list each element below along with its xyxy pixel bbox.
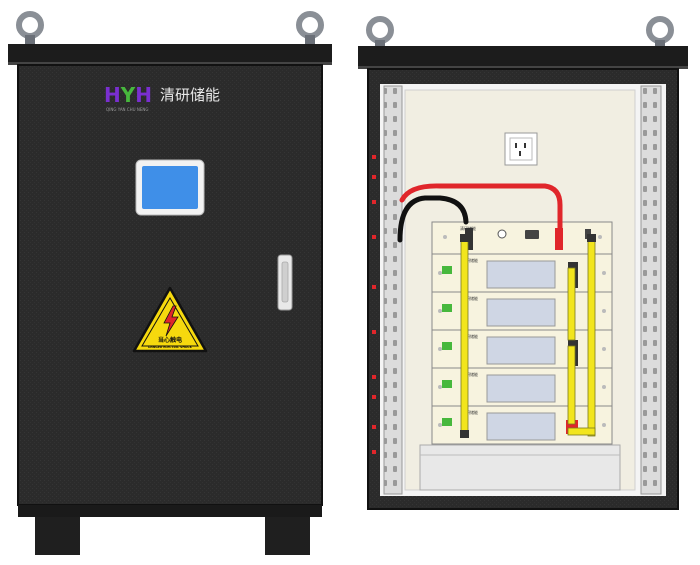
power-cables <box>397 183 563 243</box>
lifting-eye-right <box>296 11 324 44</box>
lifting-eye-left <box>16 11 44 44</box>
warning-main-text: 当心触电 <box>158 336 182 344</box>
electric-shock-warning-label: 当心触电 DANGER ELECTRIC SHOCK <box>132 286 208 353</box>
warning-sub-text: DANGER ELECTRIC SHOCK <box>148 345 193 349</box>
door-handle[interactable] <box>277 254 293 311</box>
module-badge: 清研储能 <box>462 333 478 339</box>
rack-rail-right <box>640 85 662 495</box>
brand-name: 清研储能 <box>160 86 220 104</box>
brand-tagline: QING YAN CHU NENG <box>106 107 148 112</box>
module-badge: 清研储能 <box>462 257 478 263</box>
battery-module-1: 清研储能 <box>431 253 613 293</box>
lightning-icon <box>163 305 179 337</box>
battery-module-3: 清研储能 <box>431 329 613 369</box>
battery-module-4: 清研储能 <box>431 367 613 407</box>
battery-module-2: 清研储能 <box>431 291 613 331</box>
cabinet-foot-right <box>265 517 310 555</box>
cabinet-top-cap <box>8 44 332 64</box>
control-module: 清研储能 <box>431 221 613 255</box>
module-badge: 清研储能 <box>462 409 478 415</box>
cabinet-foot-left <box>35 517 80 555</box>
logo-mark: HYH <box>104 83 152 107</box>
brand-logo: HYH 清研储能 QING YAN CHU NENG <box>104 83 220 112</box>
open-cabinet: 清研储能 清研储能 清研储能 清研储能 <box>358 16 688 510</box>
power-outlet <box>504 132 538 166</box>
closed-cabinet: HYH 清研储能 QING YAN CHU NENG 当心触电 DANGER E… <box>8 11 332 555</box>
rack-rail-left <box>383 85 403 495</box>
module-badge: 清研储能 <box>462 295 478 301</box>
module-badge: 清研储能 <box>462 371 478 377</box>
display-screen[interactable] <box>135 159 205 216</box>
lifting-eye-right-open <box>646 16 674 48</box>
lifting-eye-left-open <box>366 16 394 48</box>
battery-module-5: 清研储能 <box>431 405 613 445</box>
cabinet-door <box>17 64 323 506</box>
